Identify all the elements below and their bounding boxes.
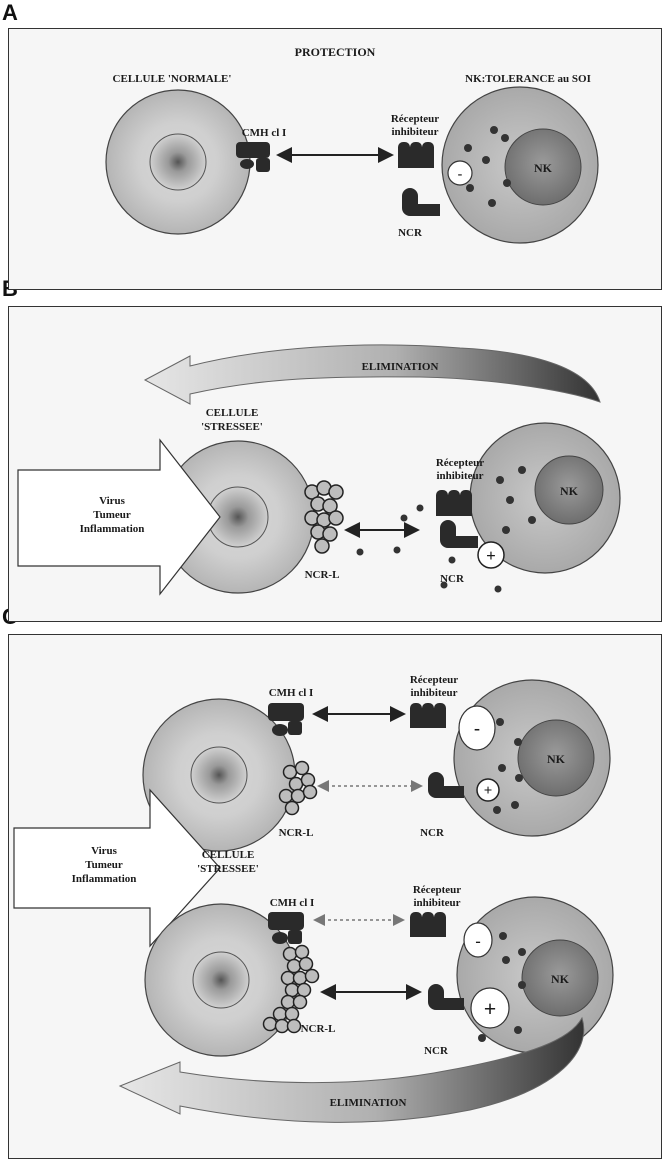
panel-c-bottom-inhibitory-label-1: Récepteur	[413, 884, 461, 896]
panel-c-bottom-nk-label: NK	[551, 972, 570, 986]
panel-b-trigger-text-3: Inflammation	[80, 523, 145, 535]
panel-a-nk-label: NK	[534, 161, 553, 175]
panel-a-inhibitory-receptor	[398, 142, 434, 168]
panel-c-top-inhibitory-receptor	[410, 703, 446, 728]
panel-b-elimination-label: ELIMINATION	[362, 361, 439, 373]
panel-a-inhibitory-label-2: inhibiteur	[391, 126, 438, 138]
panel-c-top-plus-sign: +	[484, 783, 493, 799]
panel-b-inhibitory-label-2: inhibiteur	[436, 470, 483, 482]
panel-a-minus-sign: -	[458, 167, 463, 182]
panel-c-bottom-minus-sign: -	[475, 933, 480, 950]
panel-c-top-ncr-label: NCR	[420, 827, 445, 839]
panel-c-top-nk-label: NK	[547, 752, 566, 766]
panel-b-trigger-text-2: Tumeur	[93, 509, 131, 521]
panel-b-inhibitory-receptor	[436, 490, 472, 516]
panel-c-trigger-text-2: Tumeur	[85, 859, 123, 871]
panel-c-top-mhc-molecule	[268, 703, 304, 736]
panel-b-cell-label-1: CELLULE	[206, 407, 259, 419]
panel-c-bottom-inhibitory-receptor	[410, 912, 446, 937]
panel-c-bottom-nk-cell	[457, 897, 613, 1053]
panel-c-bottom-ncr-label: NCR	[424, 1045, 449, 1057]
panel-a-normal-cell	[106, 90, 250, 234]
panel-c-cell-label-2: 'STRESSEE'	[197, 863, 259, 875]
panel-b-inhibitory-label-1: Récepteur	[436, 457, 484, 469]
panel-a-title: PROTECTION	[295, 45, 376, 59]
panel-c-cell-label-1: CELLULE	[202, 849, 255, 861]
panel-c-bottom-plus-sign: +	[484, 996, 497, 1021]
panel-c-top-inhibitory-label-2: inhibiteur	[410, 687, 457, 699]
panel-c-top-minus-sign: -	[474, 718, 480, 738]
panel-b-ncrl-label: NCR-L	[305, 569, 340, 581]
panel-c-bottom-mhc-molecule	[268, 912, 304, 944]
panel-b-nk-label: NK	[560, 484, 579, 498]
panel-a-mhc-label: CMH cl I	[242, 127, 287, 139]
panel-c-trigger-text-3: Inflammation	[72, 873, 137, 885]
panel-a-right-cell-label: NK:TOLERANCE au SOI	[465, 73, 591, 85]
panel-c-top-nk-cell	[454, 680, 610, 836]
panel-c-bottom-ncrl-label: NCR-L	[301, 1023, 336, 1035]
panel-b-ncr-label: NCR	[440, 573, 465, 585]
panel-b-ncr-receptor	[440, 520, 478, 548]
panel-c-elimination-label: ELIMINATION	[330, 1097, 407, 1109]
panel-b-ncrl-cluster	[305, 481, 343, 553]
panel-a-ncr-receptor	[402, 188, 440, 216]
panel-c-bottom-mhc-label: CMH cl I	[270, 897, 315, 909]
panel-c-bottom-inhibitory-label-2: inhibiteur	[413, 897, 460, 909]
panel-b-trigger-text-1: Virus	[99, 495, 126, 507]
panel-a-left-cell-label: CELLULE 'NORMALE'	[113, 73, 232, 85]
panel-c-top-inhibitory-label-1: Récepteur	[410, 674, 458, 686]
panel-c-top-ncrl-label: NCR-L	[279, 827, 314, 839]
panel-c-top-mhc-label: CMH cl I	[269, 687, 314, 699]
panel-c-trigger-text-1: Virus	[91, 845, 118, 857]
panel-b-plus-sign: +	[486, 546, 496, 565]
panel-b-cell-label-2: 'STRESSEE'	[201, 421, 263, 433]
panel-a-ncr-label: NCR	[398, 227, 423, 239]
panel-a-inhibitory-label-1: Récepteur	[391, 113, 439, 125]
panel-b-elimination-arrow	[145, 345, 600, 404]
